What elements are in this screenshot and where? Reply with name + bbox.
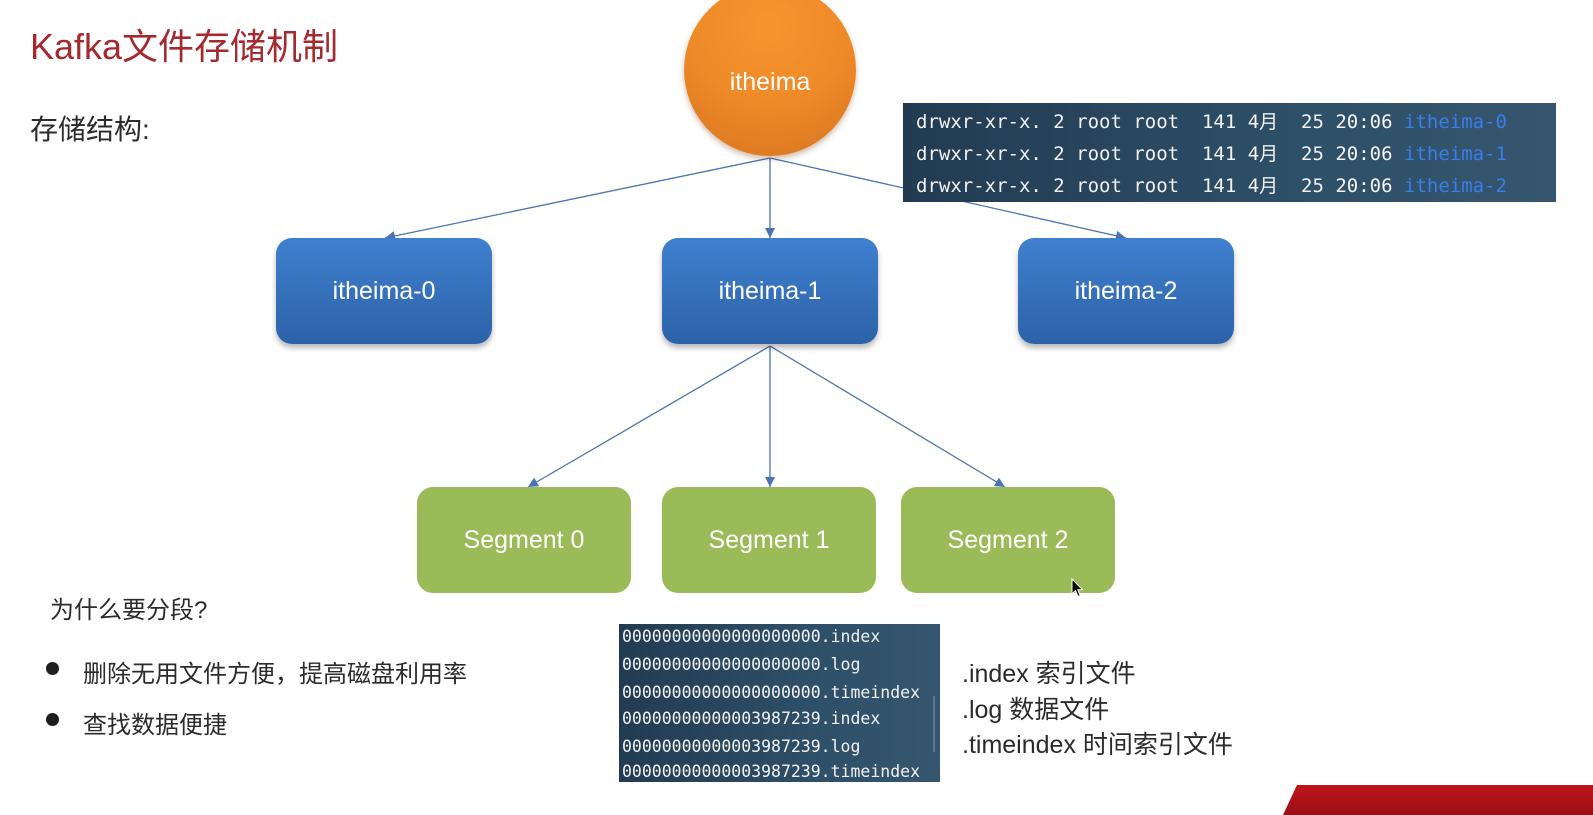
partition-node-1: itheima-1: [662, 238, 878, 344]
file-row: 00000000000000000000.log: [622, 655, 861, 674]
edge-itheima-1-to-Segment 2: [769, 345, 1006, 488]
segment-node-0: Segment 0: [417, 487, 631, 593]
topic-label: itheima: [729, 67, 811, 96]
arrowhead-icon: [528, 477, 540, 487]
listing-row: drwxr-xr-x. 2 root root 141 4月 25 20:06 …: [916, 107, 1507, 134]
file-row: 00000000000000000000.timeindex: [622, 683, 921, 702]
partition-label: itheima-1: [718, 276, 822, 305]
partition-label: itheima-2: [1074, 276, 1178, 305]
partition-node-0: itheima-0: [276, 238, 492, 344]
listing-dir-name: itheima-0: [1404, 111, 1507, 133]
listing-attributes: drwxr-xr-x. 2 root root 141 4月 25 20:06: [916, 175, 1404, 197]
arrowhead-icon: [765, 228, 775, 238]
footer-banner: [1283, 785, 1593, 815]
edge-itheima-to-itheima-0: [384, 157, 771, 239]
listing-attributes: drwxr-xr-x. 2 root root 141 4月 25 20:06: [916, 143, 1404, 165]
file-row: 00000000000000000000.index: [622, 627, 881, 646]
structure-label: 存储结构:: [30, 114, 150, 145]
legend-log: .log 数据文件: [962, 696, 1110, 724]
listing-row: drwxr-xr-x. 2 root root 141 4月 25 20:06 …: [916, 139, 1507, 166]
segment-label: Segment 2: [947, 525, 1069, 554]
why-segment-heading: 为什么要分段?: [50, 597, 208, 624]
partition-label: itheima-0: [332, 276, 436, 305]
segment-label: Segment 1: [708, 525, 830, 554]
file-row: 00000000000003987239.log: [622, 737, 861, 756]
listing-dir-name: itheima-1: [1404, 143, 1507, 165]
arrowhead-icon: [765, 477, 775, 487]
edge-itheima-1-to-Segment 0: [527, 345, 771, 488]
segment-files-panel: 00000000000000000000.index 0000000000000…: [619, 624, 940, 782]
segment-node-2: Segment 2: [901, 487, 1115, 593]
legend-index: .index 索引文件: [962, 660, 1136, 688]
mouse-cursor-icon: [1071, 578, 1084, 598]
listing-dir-name: itheima-2: [1404, 175, 1507, 197]
scrollbar[interactable]: [933, 696, 935, 752]
file-row: 00000000000003987239.timeindex: [622, 762, 921, 781]
segment-node-1: Segment 1: [662, 487, 876, 593]
slide-title: Kafka文件存储机制: [30, 26, 339, 67]
legend-timeindex: .timeindex 时间索引文件: [962, 731, 1233, 759]
listing-attributes: drwxr-xr-x. 2 root root 141 4月 25 20:06: [916, 111, 1404, 133]
partition-node-2: itheima-2: [1018, 238, 1234, 344]
directory-listing-panel: drwxr-xr-x. 2 root root 141 4月 25 20:06 …: [903, 103, 1556, 202]
bullet-item: 删除无用文件方便，提高磁盘利用率: [83, 661, 467, 688]
file-row: 00000000000003987239.index: [622, 709, 881, 728]
bullet-item: 查找数据便捷: [83, 712, 227, 739]
arrowhead-icon: [993, 477, 1005, 487]
bullet-icon: [46, 713, 59, 726]
topic-node: itheima: [684, 0, 856, 156]
listing-row: drwxr-xr-x. 2 root root 141 4月 25 20:06 …: [916, 171, 1507, 198]
segment-label: Segment 0: [463, 525, 585, 554]
bullet-icon: [46, 662, 59, 675]
